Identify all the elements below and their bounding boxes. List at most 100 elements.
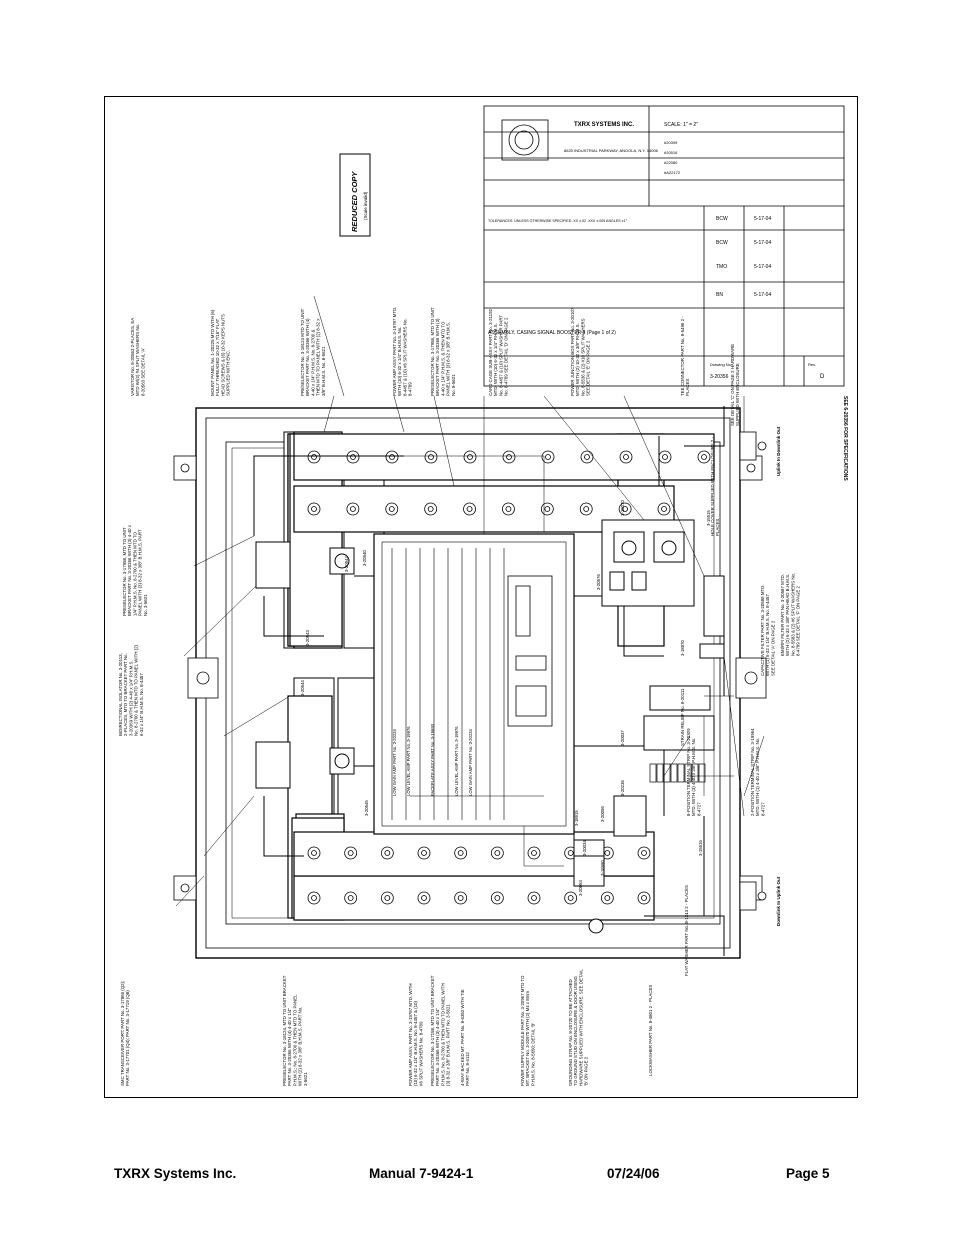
tb-title: ASSEMBLY, CASING SIGNAL BOOSTER II (Page… (488, 330, 616, 336)
tb-engineered-date: 5-17-04 (754, 240, 771, 246)
terminal (691, 763, 699, 783)
terminal (649, 763, 657, 783)
cables (253, 406, 725, 956)
tuning-screw-center (311, 454, 317, 460)
part-label: 3-20070 (620, 500, 625, 516)
tuning-screw-center (641, 850, 647, 856)
part-label: 3-20053 (578, 880, 583, 896)
callout-text: TEE CONNECTOR PART No. 8-5496 2 -PLACES (680, 316, 690, 396)
tuning-screw-center (604, 895, 611, 901)
filters (643, 575, 725, 751)
drawing-border (104, 96, 858, 1098)
tb-company: TXRX SYSTEMS INC. (574, 122, 634, 128)
tb-scale: SCALE: 1" = 2" (664, 122, 698, 128)
part-label: 3-20034 (582, 840, 587, 856)
assembly-drawing: TXRX SYSTEMS INC. 8625 INDUSTRIAL PARKWA… (118, 105, 848, 1086)
part-label: 3-18870 (680, 640, 685, 656)
module-label-1: LOW GAIN AMP PART No. 3-20234 (392, 728, 397, 796)
tuning-screw-center (384, 895, 391, 901)
part-label: 3-20544 (300, 680, 305, 696)
tuning-screw-center (347, 895, 354, 901)
terminal (663, 763, 671, 783)
tuning-screw-center (389, 454, 395, 460)
tuning-screw-center (641, 895, 647, 901)
tuning-screw-center (311, 506, 317, 512)
callout-text: CARD CAGE SUB-ASSY PART No. 3-21192MTD. … (488, 308, 509, 396)
part-label: 3-15515 (706, 510, 711, 526)
power-supply (573, 795, 647, 934)
callout-text: POWER AMP ASSY, PART No. 3-19787 MTD. WI… (408, 983, 423, 1086)
part-label: 3-20037 (620, 730, 625, 746)
callout-text: PRESELECTOR No. 3-17158, MTD TO UNIT BRA… (430, 975, 451, 1086)
callout-text: VARISTOR No. 8-20563 2-PLACES, EAMTD W/(… (130, 318, 145, 396)
faceplate (507, 575, 553, 727)
callout-text: SEE DETAIL 'C' ON PAGE 2 HARDWARESUPPLIE… (730, 344, 740, 426)
terminal-strip (649, 763, 706, 783)
tuning-screw-center (583, 506, 590, 512)
callout-text: 4-WAY BACKED MT. PART No. 8-6352 WITH TI… (460, 989, 470, 1086)
tuning-screw-center (384, 850, 391, 856)
callout-text: STRAIN RELIEF No. 8-20111 (680, 688, 685, 746)
tb-address: 8625 INDUSTRIAL PARKWAY, ANGOLA, N.Y. 14… (564, 148, 659, 153)
part-label: 3-20545 (364, 800, 369, 816)
tuning-screw-center (661, 506, 667, 512)
reduced-copy-stamp: REDUCED COPY (Scale invalid) (339, 153, 371, 237)
not-to-scale-text: (Scale invalid) (363, 191, 368, 220)
tuning-screw-center (428, 454, 434, 460)
power-junction-box (601, 519, 695, 607)
tuning-screw-center (505, 506, 512, 512)
tuning-screw-center (531, 850, 537, 856)
terminal (670, 763, 678, 783)
port-label-downlink-in: Downlink In Uplink Out (776, 876, 781, 926)
tuning-screw-center (311, 895, 317, 901)
tuning-screw-center (421, 850, 427, 856)
callout-text: MOUNT PANEL No. 1-20225 MTD WITH (6)FULL… (210, 309, 231, 396)
tuning-screw-center (311, 850, 317, 856)
tb-rev-c: #22080 (664, 160, 678, 165)
tb-rev-label: Rev. (808, 362, 816, 367)
callouts-middle-right: CAPACITIVE FILTER PART No. 3-20588 MTD.W… (680, 436, 801, 746)
tuning-screw-center (457, 850, 464, 856)
callout-text: FLAT WASHER PART No. 8-1243 2 - PLACES (684, 885, 689, 976)
footer-date: 07/24/06 (607, 1166, 660, 1181)
footer-page-number: Page 5 (786, 1166, 830, 1181)
tb-drawn-date: 5-17-04 (754, 292, 771, 298)
callout-text: POWER AMP ASSY PART No. 3-19787 MTD.WITH… (392, 307, 413, 396)
tuning-screw-center (506, 454, 512, 460)
module-label-5: LOW GAIN AMP PART No. 3-20234 (468, 728, 473, 796)
part-label: 3-20056 (600, 806, 605, 822)
terminal (677, 763, 685, 783)
tuning-screw-center (388, 506, 395, 512)
callout-text: CAPACITIVE FILTER PART No. 3-20588 MTD.W… (760, 584, 775, 676)
spec-note: SEE 6-20356 FOR SPECIFICATIONS (842, 396, 848, 481)
tb-drawing-no: 3-20356 (710, 374, 729, 380)
callouts-middle-left: BIDIRECTIONAL ISOLATOR No. 3-20113,2-PLA… (118, 524, 765, 976)
callout-text: EMI/RFI FILTER PART No. 3-20587 MTD.WITH… (780, 573, 801, 656)
tb-checked-date: 5-17-04 (754, 264, 771, 270)
callout-text: 2-POSITION TERMINAL STRIP No. 3-19964MTD… (750, 728, 765, 816)
tuning-screw-center (349, 506, 356, 512)
tuning-screw-center (662, 454, 668, 460)
tuning-screw-center (584, 454, 590, 460)
thin-cables (404, 455, 734, 867)
tuning-screw-center (701, 454, 707, 460)
tuning-screw-center (466, 506, 473, 512)
callout-text: HOLE COVER SUPPLIED WITH ENCLOSURE 2 -PL… (710, 436, 720, 536)
terminal (698, 763, 706, 783)
tb-designed: BCW (716, 216, 728, 222)
leader-lines (175, 295, 765, 907)
callout-text: POWER JUNCTION BOX PART No. 3-20107MTD. … (570, 307, 591, 396)
part-label: 3-20542 (344, 556, 349, 572)
part-label: 3-20543 (305, 630, 310, 646)
tuning-screw-center (545, 454, 551, 460)
tuning-screw-center (457, 895, 464, 901)
tuning-screw-center (347, 850, 354, 856)
tuning-screw-center (494, 850, 501, 856)
tb-rev-b: #20516 (664, 150, 678, 155)
callout-text: PRESELECTOR No. 3-18124, MTD TO UNIT BRA… (282, 975, 308, 1086)
tb-tolerances: TOLERANCES: UNLESS OTHERWISE SPECIFIED .… (488, 219, 628, 223)
tuning-screw-center (623, 454, 629, 460)
tuning-screw-center (531, 895, 537, 901)
tuning-screw-center (421, 895, 427, 901)
terminal (656, 763, 664, 783)
